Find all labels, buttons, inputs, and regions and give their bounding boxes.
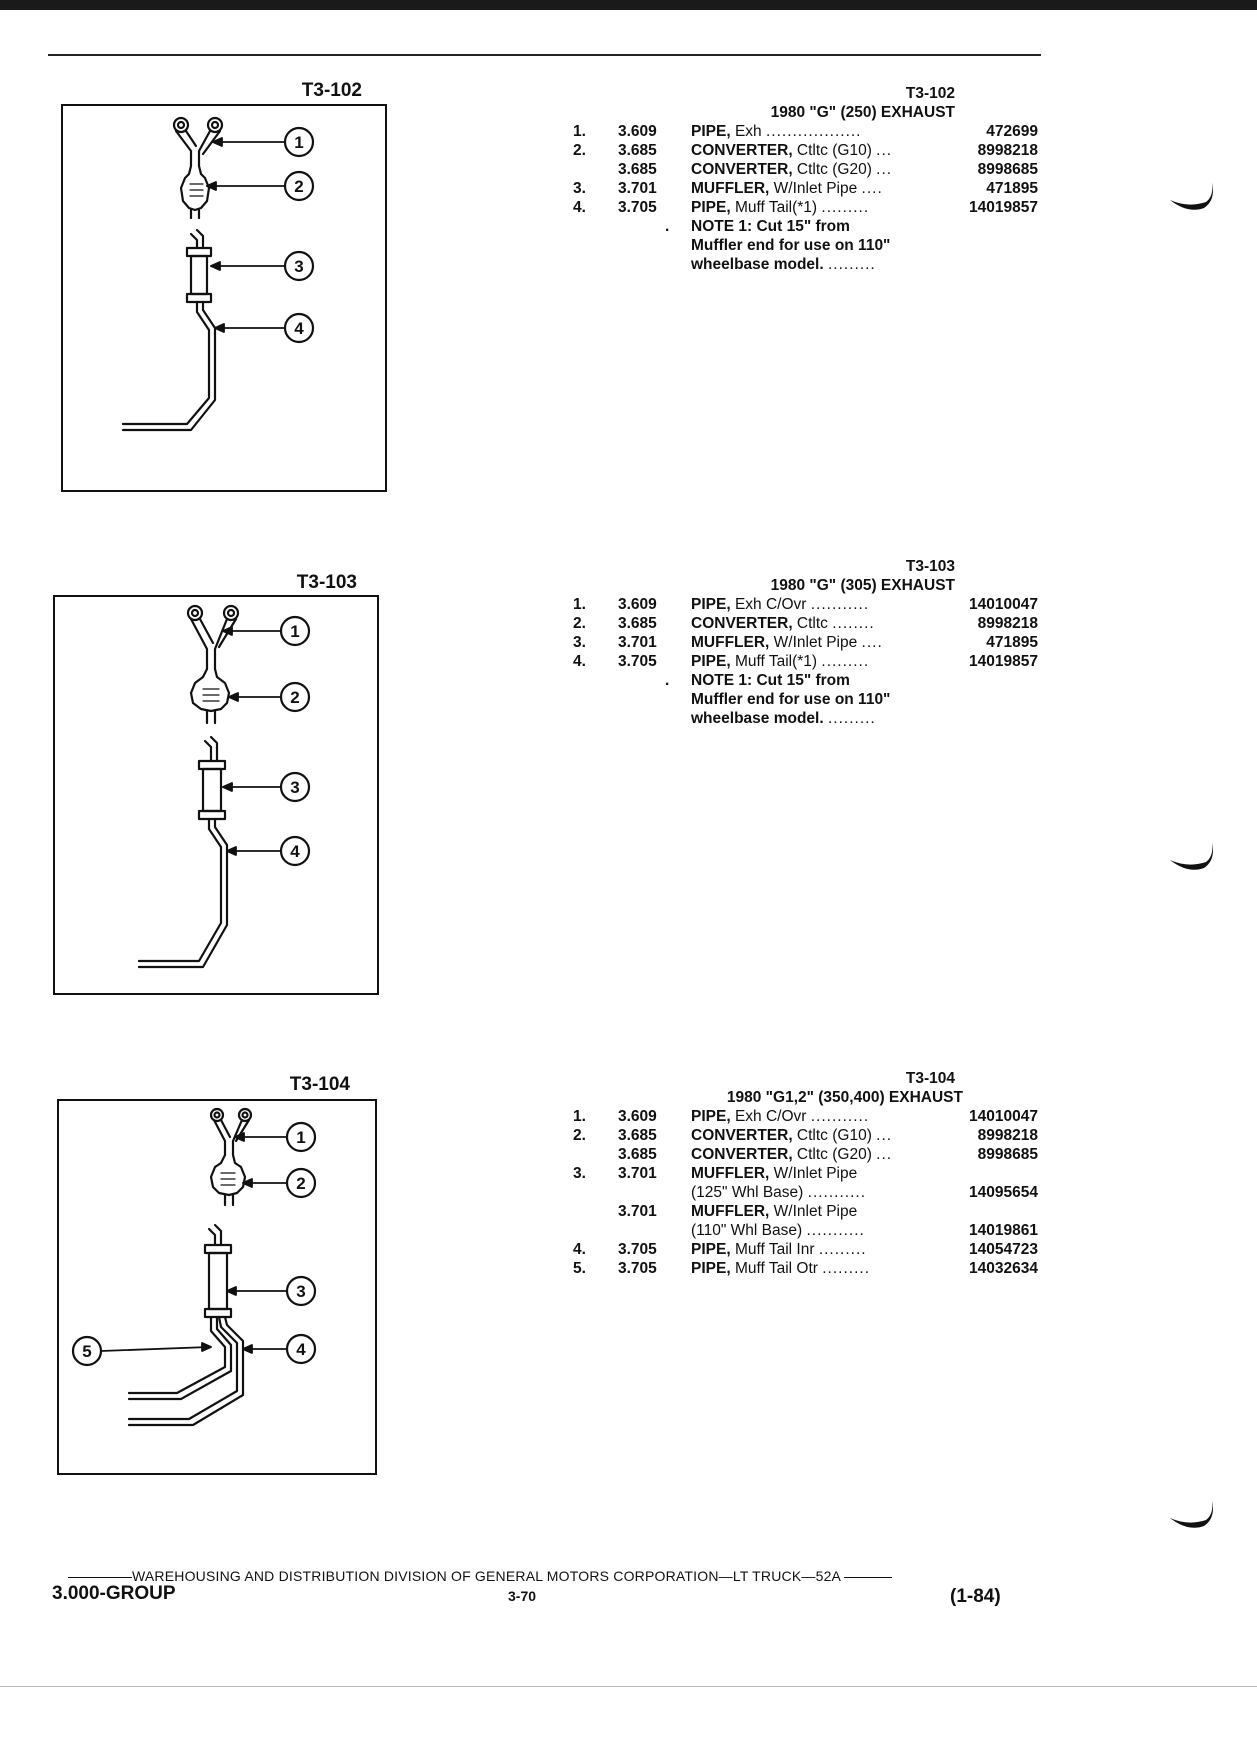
- callout-2: 2: [296, 1174, 305, 1193]
- callout-2: 2: [294, 177, 303, 196]
- binder-curl-mark: [1170, 182, 1213, 210]
- header-rule: [48, 54, 1041, 56]
- figure-label: T3-102: [301, 80, 362, 101]
- callout-1: 1: [296, 1128, 305, 1147]
- exhaust-diagram-t3-103: 1 2 3 4: [53, 595, 379, 995]
- footer-division: WAREHOUSING AND DISTRIBUTION DIVISION OF…: [68, 1568, 1008, 1584]
- callout-3: 3: [296, 1282, 305, 1301]
- exhaust-diagram-t3-104: 1 2 3 4 5: [57, 1099, 377, 1475]
- note: .NOTE 1: Cut 15" from: [665, 672, 850, 689]
- list-item: (125" Whl Base) ...........14095654: [691, 1184, 1038, 1201]
- callout-4: 4: [294, 319, 304, 338]
- callout-4: 4: [296, 1340, 306, 1359]
- section-title: 1980 "G" (305) EXHAUST: [770, 577, 955, 594]
- callout-2: 2: [290, 688, 299, 707]
- note: Muffler end for use on 110": [691, 237, 891, 254]
- figure-label: T3-103: [296, 572, 357, 593]
- callout-1: 1: [290, 622, 299, 641]
- section-code: T3-103: [905, 558, 955, 575]
- section-title: 1980 "G" (250) EXHAUST: [770, 104, 955, 121]
- callout-4: 4: [290, 842, 300, 861]
- page-number: 3-70: [508, 1588, 537, 1604]
- note: wheelbase model. .........: [691, 710, 876, 727]
- parts-list-t3-104: T3-104 1980 "G1,2" (350,400) EXHAUST 1.3…: [573, 1069, 1038, 1278]
- callout-3: 3: [294, 257, 303, 276]
- callout-1: 1: [294, 133, 303, 152]
- binder-curl-mark: [1170, 1500, 1213, 1528]
- footer-group: 3.000-GROUP: [52, 1583, 176, 1604]
- callout-5: 5: [82, 1342, 91, 1361]
- section-code: T3-104: [905, 1070, 955, 1087]
- exhaust-diagram-t3-102: 1 2 3 4: [61, 104, 387, 492]
- section-code: T3-102: [905, 85, 955, 102]
- scan-top-border: [0, 0, 1257, 10]
- footer-date: (1-84): [950, 1586, 1001, 1607]
- section-title: 1980 "G1,2" (350,400) EXHAUST: [726, 1089, 963, 1106]
- figure-label: T3-104: [289, 1074, 350, 1095]
- note: wheelbase model. .........: [691, 256, 876, 273]
- note: Muffler end for use on 110": [691, 691, 891, 708]
- scan-bottom-line: [0, 1686, 1257, 1687]
- list-item: (110" Whl Base) ...........14019861: [691, 1222, 1038, 1239]
- note: .NOTE 1: Cut 15" from: [665, 218, 850, 235]
- binder-curl-mark: [1170, 842, 1213, 870]
- callout-3: 3: [290, 778, 299, 797]
